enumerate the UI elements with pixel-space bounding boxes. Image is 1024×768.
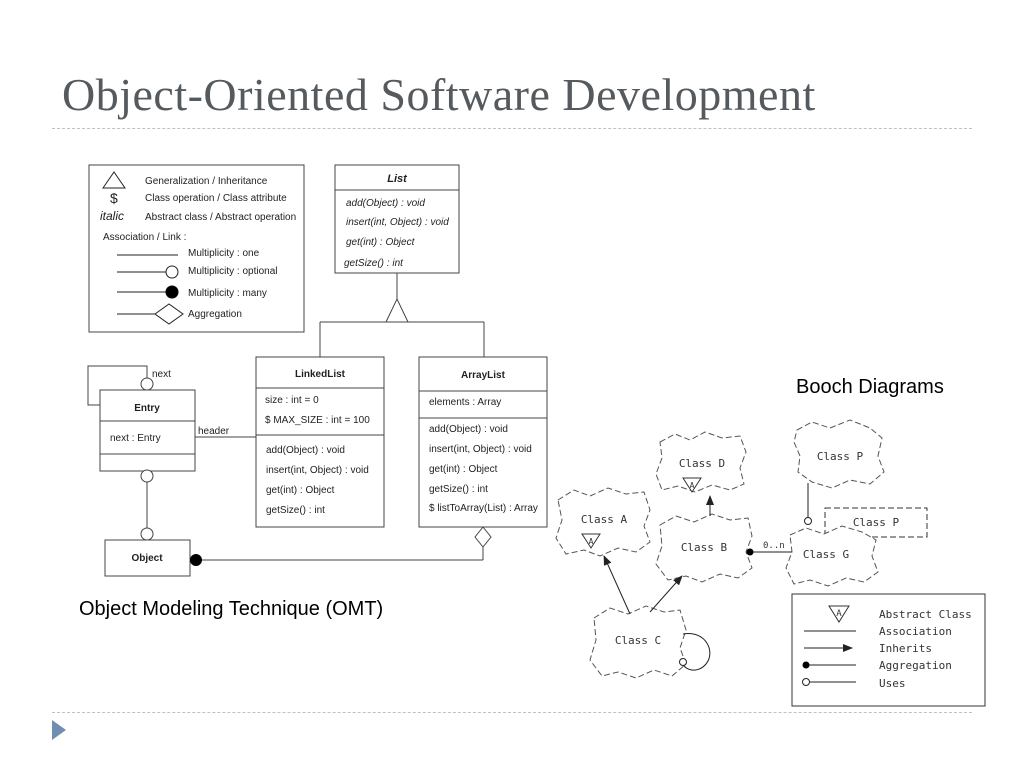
self-association-line	[682, 633, 711, 671]
legend-mult-one: Multiplicity : one	[188, 248, 260, 259]
linkedlist-name: LinkedList	[295, 369, 346, 380]
arraylist-op: add(Object) : void	[429, 424, 508, 435]
booch-diagram: Class D A Class P Class A A Class B Clas…	[555, 419, 986, 707]
italic-symbol: italic	[100, 209, 124, 223]
inheritance-connector	[319, 273, 485, 357]
linkedlist-op: insert(int, Object) : void	[266, 465, 369, 476]
arraylist-attr: elements : Array	[429, 397, 501, 408]
inherits-arrow	[603, 555, 631, 615]
booch-legend: A Abstract Class Association Inherits Ag…	[791, 593, 986, 707]
entry-name: Entry	[134, 403, 160, 414]
diamond-icon	[154, 303, 184, 325]
legend-aggregation: Aggregation	[188, 309, 242, 320]
aggregation-diamond-icon	[474, 526, 492, 548]
linkedlist-attr: size : int = 0	[265, 395, 319, 406]
footer-divider	[52, 712, 972, 713]
abstract-mark: A	[836, 609, 842, 619]
booch-class-g: Class G	[803, 548, 849, 561]
list-op: getSize() : int	[344, 258, 404, 269]
legend-class-operation: Class operation / Class attribute	[145, 193, 287, 204]
filled-circle-icon	[802, 661, 810, 669]
filled-circle-icon	[190, 554, 202, 566]
legend-association: Association / Link :	[103, 232, 186, 243]
arraylist-name: ArrayList	[461, 370, 506, 381]
legend-abstract-class: Abstract class / Abstract operation	[145, 212, 296, 223]
linkedlist-attr: $ MAX_SIZE : int = 100	[265, 415, 370, 426]
next-slide-arrow-icon[interactable]	[52, 720, 66, 740]
class-linkedlist: LinkedList size : int = 0 $ MAX_SIZE : i…	[255, 356, 385, 528]
booch-class-b: Class B	[681, 541, 728, 554]
class-entry: next Entry next : Entry header	[87, 365, 256, 541]
omt-legend: Generalization / Inheritance $ Class ope…	[88, 164, 305, 333]
slide-title: Object-Oriented Software Development	[62, 69, 816, 120]
booch-class-p-cloud: Class P	[817, 450, 864, 463]
list-op: add(Object) : void	[346, 198, 425, 209]
booch-legend-uses: Uses	[879, 677, 906, 690]
open-circle-icon	[804, 517, 812, 525]
entry-attr: next : Entry	[110, 433, 161, 444]
arraylist-op: $ listToArray(List) : Array	[429, 503, 538, 514]
class-object: Object	[104, 526, 492, 577]
filled-circle-icon	[746, 548, 754, 556]
optional-circle-icon	[140, 527, 154, 541]
open-circle-icon	[679, 658, 687, 666]
booch-caption: Booch Diagrams	[796, 376, 944, 398]
arraylist-op: get(int) : Object	[429, 464, 498, 475]
optional-circle-icon	[140, 469, 154, 483]
abstract-mark: A	[690, 481, 695, 490]
arraylist-op: getSize() : int	[429, 484, 488, 495]
booch-class-c: Class C	[615, 634, 661, 647]
arraylist-op: insert(int, Object) : void	[429, 444, 532, 455]
object-name: Object	[131, 553, 163, 564]
abstract-triangle-icon	[828, 605, 850, 623]
booch-class-d: Class D	[679, 457, 725, 470]
booch-class-a: Class A	[581, 513, 628, 526]
booch-legend-abstract-class: Abstract Class	[879, 608, 972, 621]
abstract-triangle-icon	[682, 477, 702, 493]
booch-legend-aggregation: Aggregation	[879, 659, 952, 672]
legend-mult-optional: Multiplicity : optional	[188, 266, 277, 277]
filled-circle-icon	[165, 285, 179, 299]
booch-legend-inherits: Inherits	[879, 642, 932, 655]
abstract-triangle-icon	[581, 533, 601, 549]
triangle-icon	[102, 171, 126, 189]
open-circle-icon	[802, 678, 810, 686]
list-name: List	[387, 173, 408, 185]
label-next: next	[152, 369, 171, 380]
class-list: List add(Object) : void insert(int, Obje…	[334, 164, 460, 274]
label-header: header	[198, 426, 230, 437]
list-op: insert(int, Object) : void	[346, 217, 449, 228]
list-op: get(int) : Object	[346, 237, 416, 248]
booch-class-p-box-label: Class P	[853, 516, 900, 529]
linkedlist-op: get(int) : Object	[266, 485, 335, 496]
booch-legend-association: Association	[879, 625, 952, 638]
legend-mult-many: Multiplicity : many	[188, 288, 267, 299]
linkedlist-op: getSize() : int	[266, 505, 325, 516]
inherits-arrow	[649, 575, 683, 613]
class-arraylist: ArrayList elements : Array add(Object) :…	[418, 356, 548, 528]
abstract-mark: A	[589, 537, 594, 546]
omt-caption: Object Modeling Technique (OMT)	[79, 598, 384, 620]
booch-multiplicity: 0..n	[763, 541, 785, 551]
inheritance-triangle-icon	[385, 297, 409, 323]
title-divider	[52, 128, 972, 129]
linkedlist-op: add(Object) : void	[266, 445, 345, 456]
legend-generalization: Generalization / Inheritance	[145, 176, 268, 187]
dollar-icon: $	[110, 190, 118, 206]
open-circle-icon	[165, 265, 179, 279]
self-association-line	[87, 365, 148, 406]
